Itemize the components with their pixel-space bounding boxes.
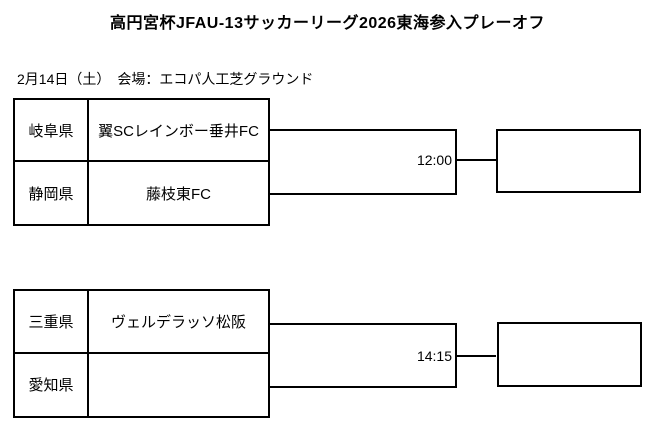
page-title: 高円宮杯JFAU-13サッカーリーグ2026東海参入プレーオフ <box>109 15 546 32</box>
prefecture-cell: 三重県 <box>15 291 89 354</box>
prefecture-cell: 岐阜県 <box>15 100 89 162</box>
winner-box <box>497 322 642 387</box>
bracket-line-bottom <box>270 386 457 388</box>
team-cell: 翼SCレインボー垂井FC <box>89 100 268 162</box>
match-bracket-1: 岐阜県 翼SCレインボー垂井FC 静岡県 藤枝東FC 12:00 <box>0 98 655 230</box>
bracket-connector-line <box>456 355 496 357</box>
prefecture-cell: 静岡県 <box>15 162 89 224</box>
match-bracket-2: 三重県 ヴェルデラッソ松阪 愛知県 14:15 <box>0 289 655 421</box>
bracket-line-top <box>270 323 457 325</box>
date-venue-line: 2月14日（土） 会場：エコパ人工芝グラウンド <box>17 71 314 87</box>
prefecture-cell: 愛知県 <box>15 353 89 416</box>
bracket-line-vertical <box>455 129 457 195</box>
team-cell: 藤枝東FC <box>146 185 211 203</box>
kickoff-time: 12:00 <box>416 152 452 168</box>
bracket-connector-line <box>456 159 496 161</box>
winner-box <box>496 129 641 193</box>
team-cell: ヴェルデラッソ松阪 <box>89 291 268 354</box>
match-table: 三重県 ヴェルデラッソ松阪 愛知県 <box>13 289 270 418</box>
team-cell <box>89 354 268 417</box>
bracket-line-top <box>270 129 457 131</box>
match-table: 岐阜県 翼SCレインボー垂井FC 静岡県 藤枝東FC <box>13 98 270 226</box>
bracket-line-bottom <box>270 193 457 195</box>
kickoff-time: 14:15 <box>416 348 452 364</box>
